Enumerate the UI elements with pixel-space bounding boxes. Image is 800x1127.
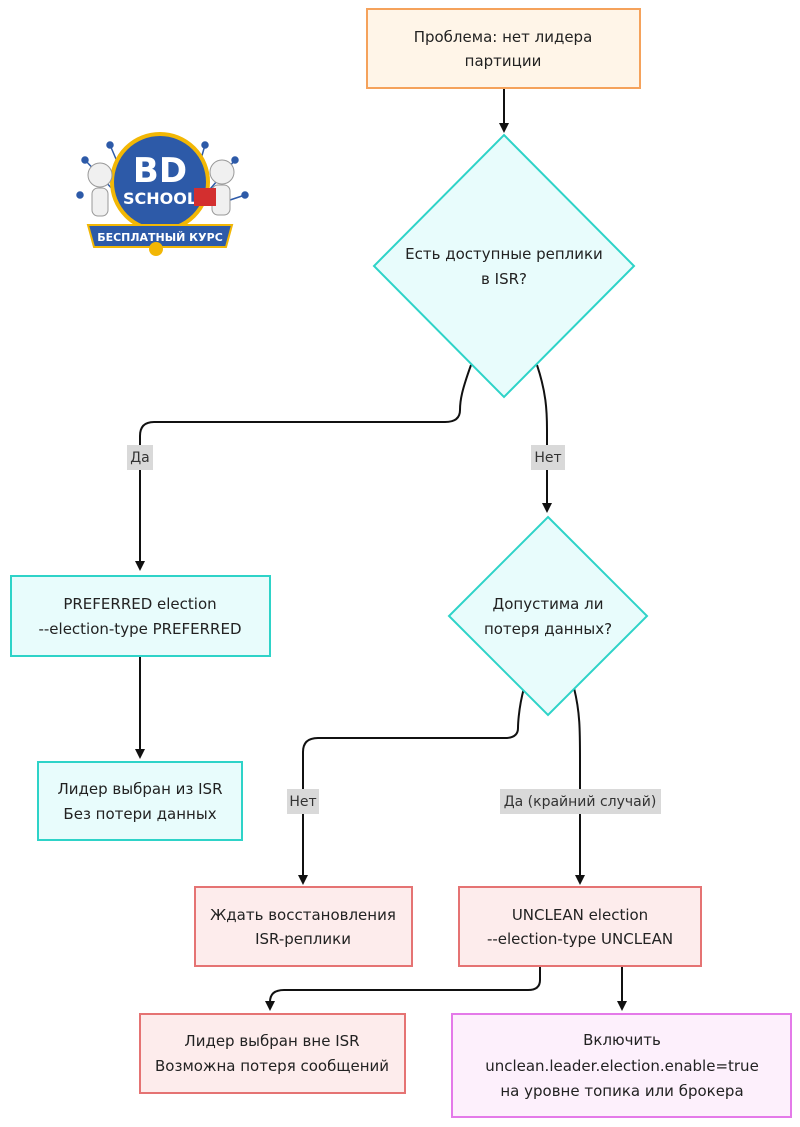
node-leader-from-isr-line-1: Лидер выбран из ISR: [58, 780, 223, 798]
node-leader-outside-isr-line-2: Возможна потеря сообщений: [155, 1057, 389, 1075]
node-preferred-election-line-1: PREFERRED election: [63, 595, 216, 613]
decision-data-loss-acceptable: Допустима ли потеря данных?: [447, 515, 649, 717]
edge-loss-no: [298, 687, 525, 885]
node-wait-recovery-line-1: Ждать восстановления: [210, 906, 396, 924]
edge-label-isr-yes-text: Да: [130, 450, 150, 466]
edge-unclean-to-outside: [265, 966, 541, 1011]
node-preferred-election-line-2: --election-type PREFERRED: [38, 620, 241, 638]
logo-subtitle: SCHOOL: [123, 189, 197, 208]
edge-isr-no: [536, 364, 552, 513]
logo-title: BD: [133, 151, 187, 191]
edge-loss-yes: [573, 687, 585, 885]
gift-icon: [149, 242, 163, 256]
logo-banner: [86, 224, 234, 248]
node-wait-recovery-line-2: ISR-реплики: [255, 930, 351, 948]
node-leader-outside-isr: Лидер выбран вне ISR Возможна потеря соо…: [139, 1013, 406, 1094]
edge-label-loss-yes-text: Да (крайний случай): [504, 794, 657, 810]
edge-label-loss-yes: Да (крайний случай): [500, 789, 661, 814]
node-leader-outside-isr-line-1: Лидер выбран вне ISR: [184, 1032, 359, 1050]
node-leader-from-isr-line-2: Без потери данных: [63, 805, 216, 823]
node-leader-from-isr: Лидер выбран из ISR Без потери данных: [37, 761, 243, 841]
node-problem-line-2: партиции: [465, 52, 542, 70]
decision-data-loss-acceptable-line-1: Допустима ли: [493, 595, 604, 613]
edge-label-loss-no: Нет: [287, 789, 319, 814]
node-unclean-election-line-1: UNCLEAN election: [512, 906, 648, 924]
edge-label-isr-yes: Да: [127, 445, 153, 470]
logo-figure-right-icon: [194, 159, 235, 216]
node-enable-unclean-line-1: Включить: [583, 1031, 661, 1049]
logo-figure-left-icon: [87, 162, 113, 217]
node-enable-unclean-line-3: на уровне топика или брокера: [500, 1082, 743, 1100]
edge-label-isr-no-text: Нет: [534, 450, 561, 466]
logo-banner-text: БЕСПЛАТНЫЙ КУРС: [97, 231, 223, 244]
decision-isr-available-line-2: в ISR?: [481, 270, 527, 288]
decision-isr-available-line-1: Есть доступные реплики: [405, 245, 603, 263]
node-unclean-election-line-2: --election-type UNCLEAN: [487, 930, 673, 948]
edges: [135, 88, 627, 1011]
edge-label-isr-no: Нет: [531, 445, 565, 470]
node-wait-recovery: Ждать восстановления ISR-реплики: [194, 886, 413, 967]
decision-isr-available: Есть доступные реплики в ISR?: [372, 133, 636, 399]
node-problem-line-1: Проблема: нет лидера: [414, 28, 593, 46]
node-enable-unclean-line-2: unclean.leader.election.enable=true: [485, 1057, 759, 1075]
decision-data-loss-acceptable-line-2: потеря данных?: [484, 620, 612, 638]
node-problem: Проблема: нет лидера партиции: [366, 8, 641, 89]
bd-school-logo: BD SCHOOL БЕСПЛАТНЫЙ КУРС: [76, 132, 249, 256]
node-preferred-election: PREFERRED election --election-type PREFE…: [10, 575, 271, 657]
node-unclean-election: UNCLEAN election --election-type UNCLEAN: [458, 886, 702, 967]
edge-isr-yes: [135, 364, 472, 571]
node-enable-unclean: Включить unclean.leader.election.enable=…: [451, 1013, 792, 1118]
edge-label-loss-no-text: Нет: [289, 794, 316, 810]
